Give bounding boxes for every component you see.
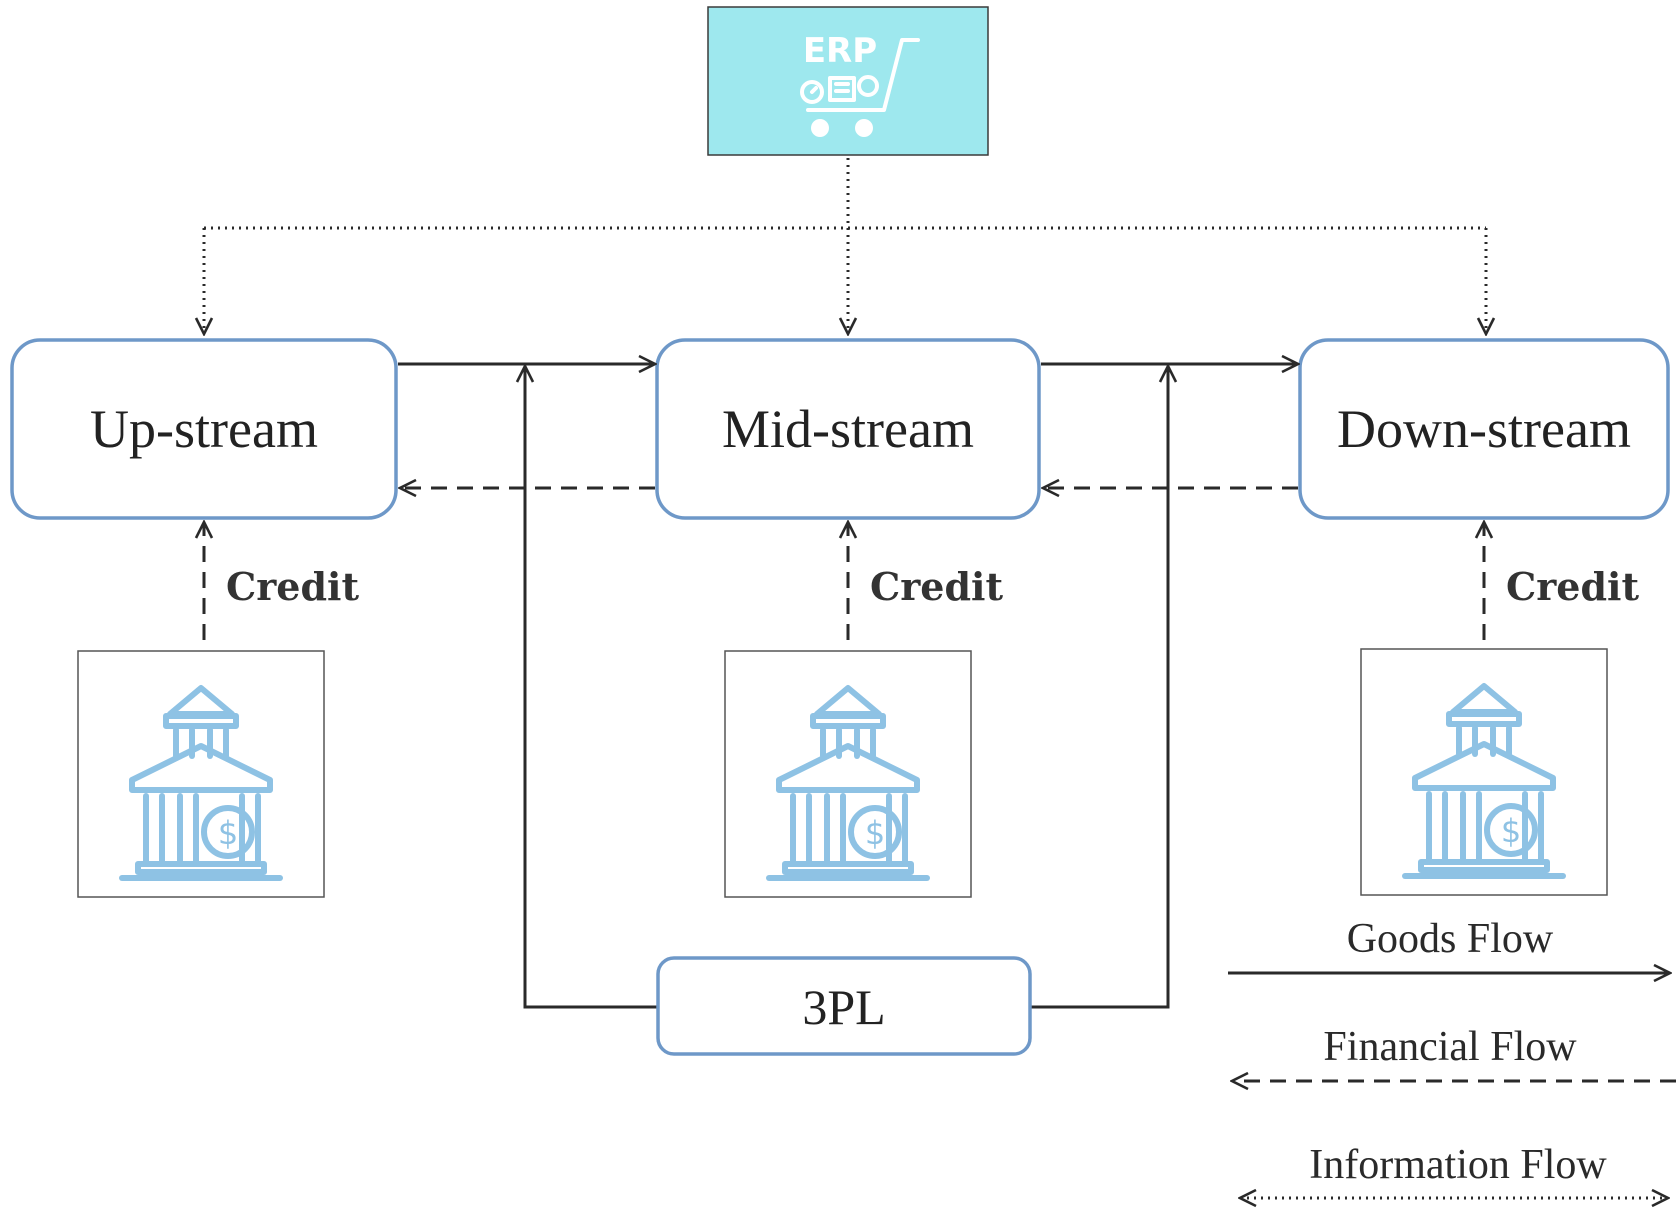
legend-information-label: Information Flow	[1309, 1142, 1607, 1188]
downstream-label: Down-stream	[1337, 399, 1631, 459]
midstream-node: Mid-stream	[655, 338, 1041, 520]
goods-flow-lines	[398, 364, 1298, 1009]
credit-label-downstream: Credit	[1506, 564, 1639, 609]
cart-wheel-left-icon	[811, 119, 829, 137]
upstream-node: Up-stream	[10, 338, 398, 520]
credit-label-midstream: Credit	[870, 564, 1003, 609]
erp-cart-icon	[800, 38, 920, 112]
tpl-to-midstream-goods-line	[1030, 366, 1168, 1009]
cart-wheel-right-icon	[855, 119, 873, 137]
tpl-frame	[656, 956, 1032, 1056]
bank-upstream-frame	[77, 650, 325, 898]
bank-midstream-frame	[724, 650, 972, 898]
bank-downstream	[1360, 648, 1608, 896]
tpl-to-upstream-goods-line	[525, 366, 658, 1009]
erp-label: ERP	[803, 31, 877, 71]
downstream-frame	[1298, 338, 1670, 520]
midstream-frame	[655, 338, 1041, 520]
erp-box: ERP	[707, 6, 989, 156]
financial-flow-lines	[204, 488, 1484, 640]
information-flow-lines	[204, 158, 1486, 334]
bank-downstream-frame	[1360, 648, 1608, 896]
downstream-node: Down-stream	[1298, 338, 1670, 520]
upstream-frame	[10, 338, 398, 520]
legend: Goods Flow Financial Flow Information Fl…	[1228, 916, 1676, 1198]
midstream-label: Mid-stream	[722, 399, 974, 459]
erp-box-frame	[707, 6, 989, 156]
credit-label-upstream: Credit	[226, 564, 359, 609]
tpl-node: 3PL	[656, 956, 1032, 1056]
upstream-label: Up-stream	[90, 399, 318, 459]
tpl-label: 3PL	[802, 979, 885, 1035]
legend-goods-label: Goods Flow	[1347, 916, 1554, 962]
bank-upstream	[77, 650, 325, 898]
bank-midstream	[724, 650, 972, 898]
legend-financial-label: Financial Flow	[1323, 1024, 1577, 1070]
